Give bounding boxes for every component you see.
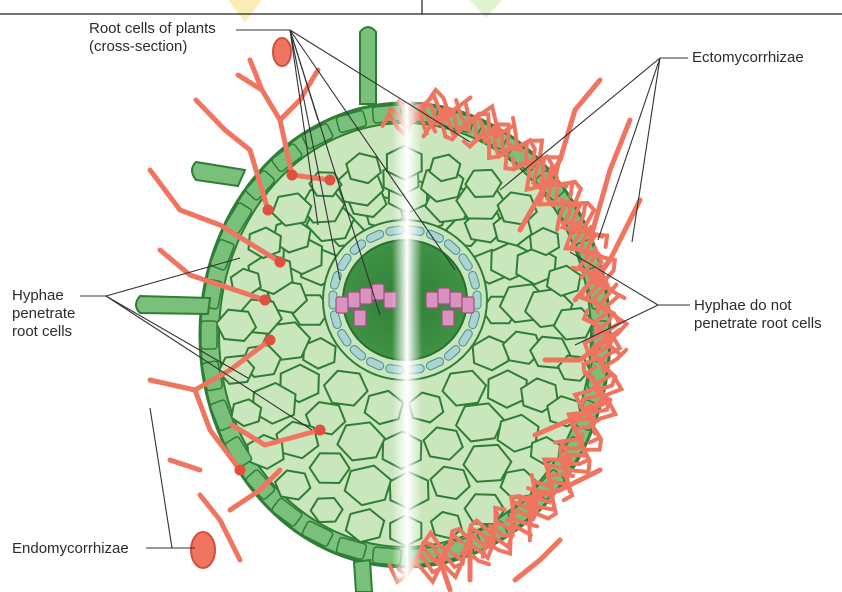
label-root-cells: Root cells of plants (cross-section)	[89, 20, 216, 56]
label-hyphae-penetrate: Hyphae penetrate root cells	[12, 287, 75, 341]
label-endomycorrhizae: Endomycorrhizae	[12, 540, 129, 558]
hypha-tip	[315, 425, 326, 436]
top-border	[0, 0, 842, 14]
xylem-cell	[426, 292, 438, 308]
xylem-cell	[442, 310, 454, 326]
hypha-branch	[170, 460, 200, 470]
cortex-cell	[310, 453, 350, 483]
section-divider	[392, 30, 422, 592]
label-hyphae-penetrate-line3: root cells	[12, 323, 75, 341]
label-hyphae-do-not-line2: penetrate root cells	[694, 315, 822, 333]
watermark-shapes	[228, 0, 502, 22]
root-hair-top	[360, 27, 376, 104]
hypha-branch	[515, 540, 560, 580]
hypha-tip	[235, 465, 246, 476]
cortex-cell	[311, 498, 343, 522]
hypha-branch	[590, 120, 630, 240]
leader-ecto-a	[500, 58, 660, 190]
root-hair-left-upper	[192, 162, 245, 186]
hypha-tip	[287, 170, 298, 181]
xylem-cell	[336, 297, 348, 313]
label-ectomycorrhizae: Ectomycorrhizae	[692, 49, 804, 67]
leader-ecto-b	[598, 58, 660, 240]
spore-vesicle	[273, 38, 291, 66]
xylem-cell	[462, 297, 474, 313]
hypha-tip	[265, 335, 276, 346]
root-hair-bottom	[354, 560, 372, 592]
xylem-cell	[348, 292, 360, 308]
cortex-cell	[465, 170, 501, 197]
xylem-cell	[438, 288, 450, 304]
label-root-cells-line1: Root cells of plants	[89, 20, 216, 38]
label-hyphae-do-not: Hyphae do not penetrate root cells	[694, 297, 822, 333]
spore-vesicle	[191, 532, 215, 568]
label-hyphae-penetrate-line1: Hyphae	[12, 287, 75, 305]
hypha-tip	[263, 205, 274, 216]
label-hyphae-penetrate-line2: penetrate	[12, 305, 75, 323]
leader-ecto-c	[632, 58, 660, 242]
xylem-cell	[372, 284, 384, 300]
hypha-tip	[325, 175, 336, 186]
label-hyphae-do-not-line1: Hyphae do not	[694, 297, 822, 315]
xylem-cell	[354, 310, 366, 326]
leader-endo-a	[150, 408, 172, 548]
epidermis-cell	[201, 321, 217, 349]
xylem-cell	[450, 292, 462, 308]
label-root-cells-line2: (cross-section)	[89, 38, 216, 56]
hypha-tip	[260, 295, 271, 306]
xylem-cell	[360, 288, 372, 304]
hypha-tip	[275, 257, 286, 268]
root-hair-left	[136, 296, 210, 314]
